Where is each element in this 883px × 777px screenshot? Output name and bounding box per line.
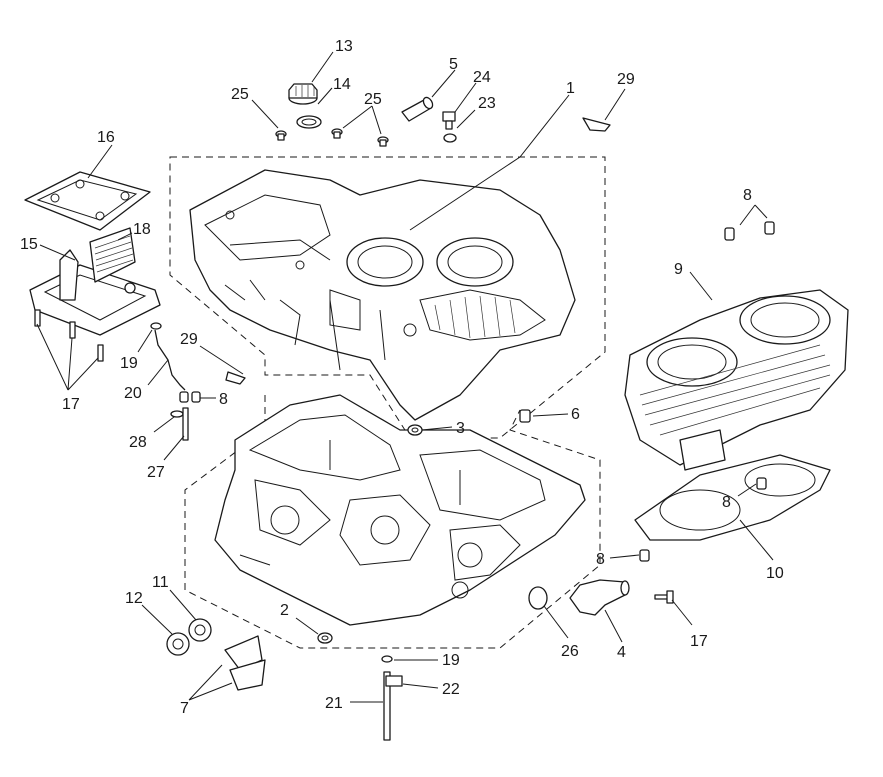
callout-17-left: 17 [62,396,80,413]
water-outlet-elbow [569,579,630,616]
banjo-bolt [442,111,456,130]
plug-3 [407,424,423,436]
callout-8-top: 8 [743,187,752,204]
hollow-dowel [401,96,434,122]
callout-labels: 1 2 3 4 5 6 7 8 8 8 8 9 10 11 12 13 14 1… [20,38,784,717]
callout-25-right: 25 [364,91,382,108]
dowel-left [179,391,201,403]
o-ring-upper [150,322,162,330]
callout-3: 3 [456,420,465,437]
oil-filler-cap [288,83,318,105]
callout-14: 14 [333,76,351,93]
callout-28: 28 [129,434,147,451]
o-ring-26 [528,586,548,610]
callout-19-upper: 19 [120,355,138,372]
small-bolt-left [275,130,287,141]
callout-11: 11 [152,574,169,591]
cover-bolt-3 [97,344,104,362]
callout-17-right: 17 [690,633,708,650]
o-ring-lower [381,655,393,663]
callout-2: 2 [280,602,289,619]
bolt-17-right [654,590,674,604]
callout-12: 12 [125,590,143,607]
cylinder-block [624,289,849,471]
callout-1: 1 [566,80,575,97]
callout-15: 15 [20,236,38,253]
callout-4: 4 [617,644,626,661]
callout-24: 24 [473,69,491,86]
callout-29-top: 29 [617,71,635,88]
bearing-shells [224,635,266,691]
lower-crankcase-boundary [184,395,601,649]
callout-16: 16 [97,129,115,146]
breather-gasket [24,171,151,231]
upper-crankcase-boundary [169,156,606,439]
dowel-right-6 [519,409,531,423]
callout-10: 10 [766,565,784,582]
seal-12 [166,632,190,656]
callout-5: 5 [449,56,458,73]
cylinder-base-gasket [634,454,831,541]
dowel-on-gasket [756,477,767,490]
callout-23: 23 [478,95,496,112]
upper-crankcase [189,169,576,421]
callout-26: 26 [561,643,579,660]
cover-bolt-1 [34,309,41,327]
filler-cap-o-ring [296,115,322,129]
breather-cover [29,249,161,336]
small-bolt-right [377,136,389,147]
callout-8-lower: 8 [596,551,605,568]
dowel-lower-right [639,549,650,562]
cover-bolt-2 [69,321,76,339]
callout-20: 20 [124,385,142,402]
callout-9: 9 [674,261,683,278]
sealing-washer [443,133,457,143]
seal-11 [188,618,212,642]
callout-7: 7 [180,700,189,717]
callout-25-left: 25 [231,86,249,103]
callout-27: 27 [147,464,165,481]
lower-crankcase [214,394,586,626]
callout-6: 6 [571,406,580,423]
dowel-pair-top [724,221,775,241]
oil-stud [182,407,189,441]
callout-8-gasket: 8 [722,494,731,511]
oil-washer [170,410,184,418]
callout-8-left: 8 [219,391,228,408]
callout-22: 22 [442,681,460,698]
oil-pickup [383,671,403,741]
plug-2 [317,632,333,644]
callout-18: 18 [133,221,151,238]
small-bolt-middle [331,128,343,139]
breather-filter [89,227,136,283]
callout-29-mid: 29 [180,331,198,348]
blanking-plate-mid [225,371,246,385]
leader-lines [36,51,774,703]
oil-pipe [154,329,186,391]
callout-21: 21 [325,695,343,712]
callout-13: 13 [335,38,353,55]
callout-19-lower: 19 [442,652,460,669]
blanking-plate-top [582,117,611,132]
